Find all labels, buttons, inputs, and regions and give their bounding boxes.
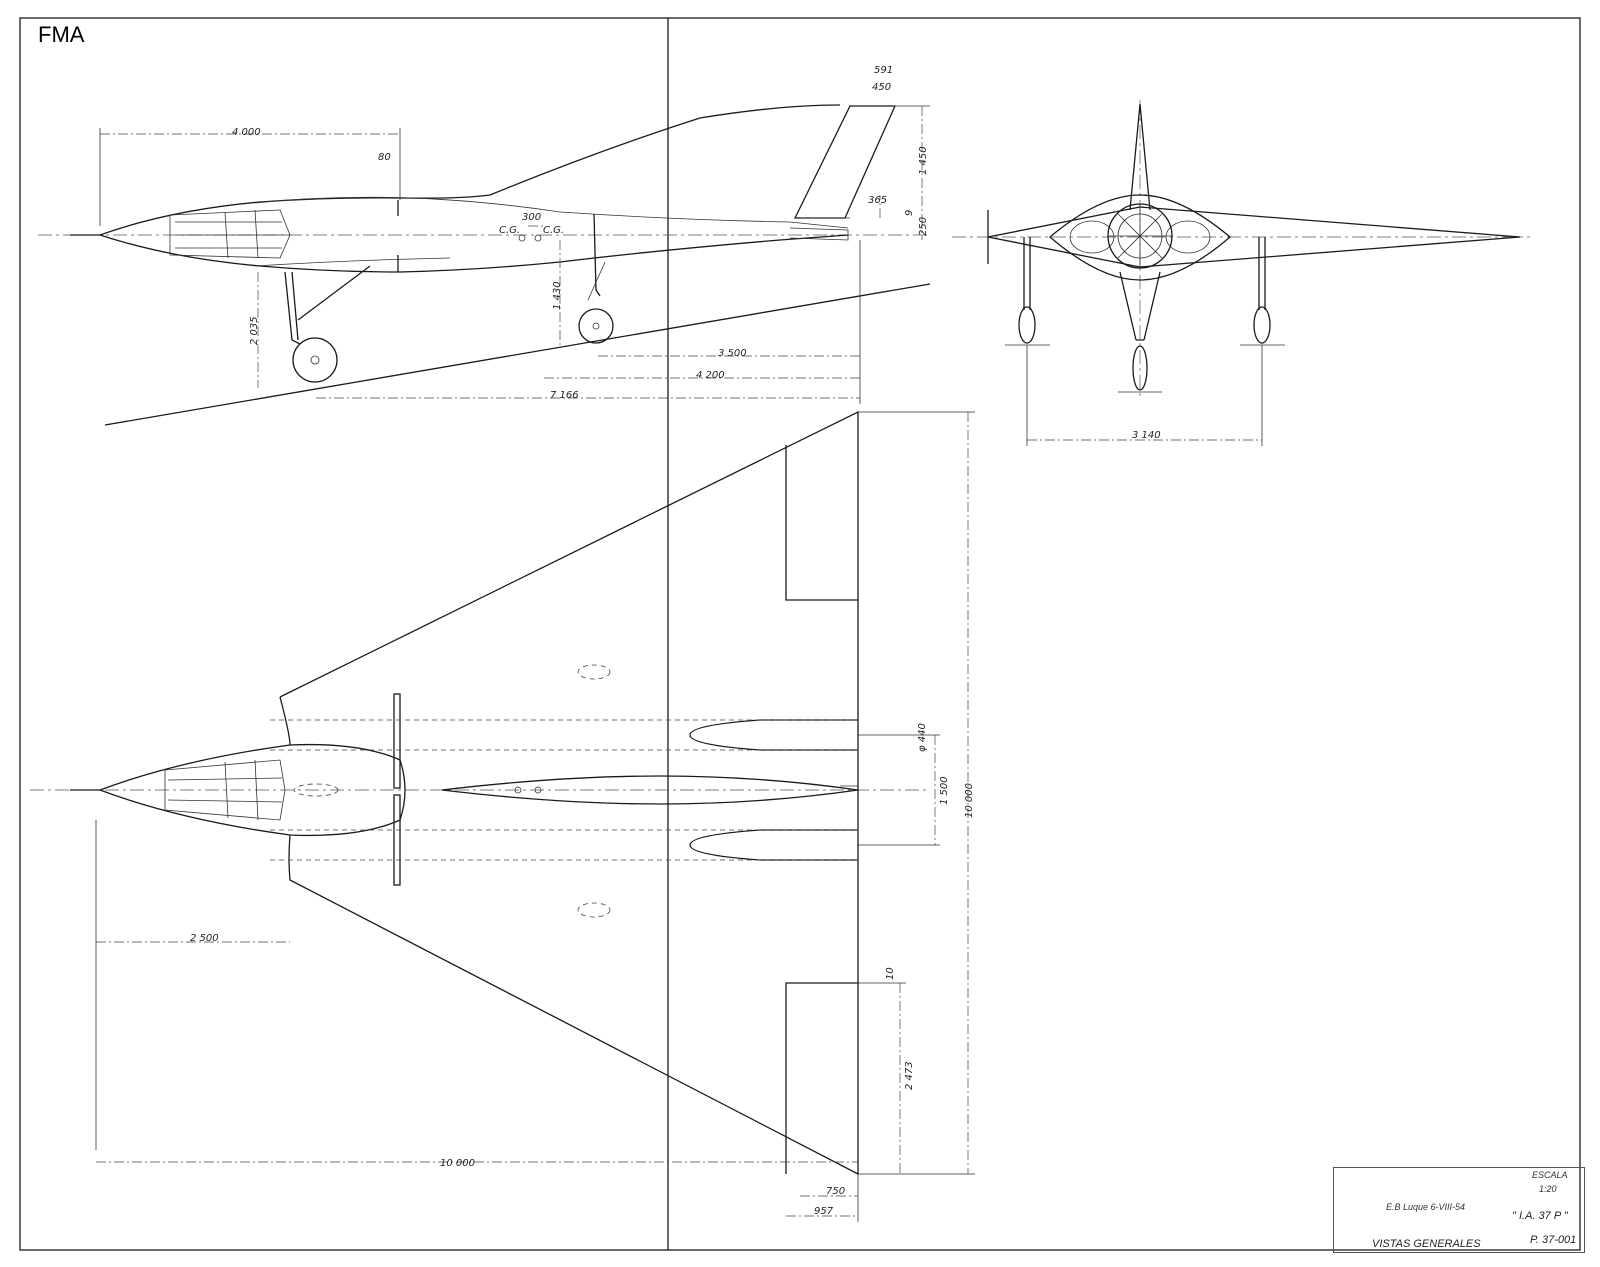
dim-tail-top-2: 450 (872, 82, 891, 93)
sheet-border (19, 17, 1581, 1251)
dim-nose-gear-height: 2 035 (249, 316, 260, 345)
dim-track: 3 140 (1132, 430, 1161, 441)
title-block-header: ESCALA (1532, 1170, 1568, 1180)
title-block-drawn-by: E.B Luque 6-VIII-54 (1386, 1202, 1466, 1212)
dim-wing-start: 2 500 (190, 933, 219, 944)
dim-duct-spacing: 1 500 (939, 776, 950, 805)
dim-tip-chord-2: 957 (814, 1206, 834, 1217)
title-block-drawing-number: P. 37-001 (1530, 1234, 1577, 1246)
title-block-title: VISTAS GENERALES (1372, 1238, 1481, 1250)
dim-canopy-offset: 80 (378, 152, 391, 163)
plan-view (30, 410, 975, 1222)
dim-elevon-span: 2 473 (904, 1061, 915, 1090)
dim-tip-gap: 10 (885, 967, 896, 980)
dim-tail-top-1: 591 (874, 65, 893, 76)
dim-length: 10 000 (440, 1158, 475, 1169)
dim-nose-to-wing: 4 000 (232, 127, 261, 138)
dim-duct-diameter: φ 440 (917, 723, 928, 752)
title-block: ESCALA 1:20 E.B Luque 6-VIII-54 " I.A. 3… (1333, 1167, 1585, 1253)
dim-tail-root: 250 (918, 217, 929, 236)
title-block-scale: 1:20 (1539, 1184, 1557, 1194)
dim-gear-span-3: 7 166 (550, 390, 579, 401)
dim-span: 10 000 (964, 783, 975, 818)
dim-fin-root-gap: 9 (904, 210, 915, 216)
dim-tip-chord-1: 750 (826, 1186, 845, 1197)
dim-fin-offset: 365 (868, 195, 887, 206)
dim-cg-spacing: 300 (522, 212, 541, 223)
title-block-model: " I.A. 37 P " (1512, 1210, 1568, 1222)
dim-fin-height: 1 450 (918, 146, 929, 175)
side-view (38, 104, 931, 426)
brand-label: FMA (38, 22, 85, 47)
dim-main-gear-height: 1 430 (552, 281, 563, 310)
label-cg-1: C.G. (499, 225, 520, 236)
label-cg-2: C.G. (543, 225, 564, 236)
front-view (952, 100, 1530, 446)
dim-gear-span-2: 4 200 (696, 370, 725, 381)
dim-gear-span-1: 3 500 (718, 348, 747, 359)
